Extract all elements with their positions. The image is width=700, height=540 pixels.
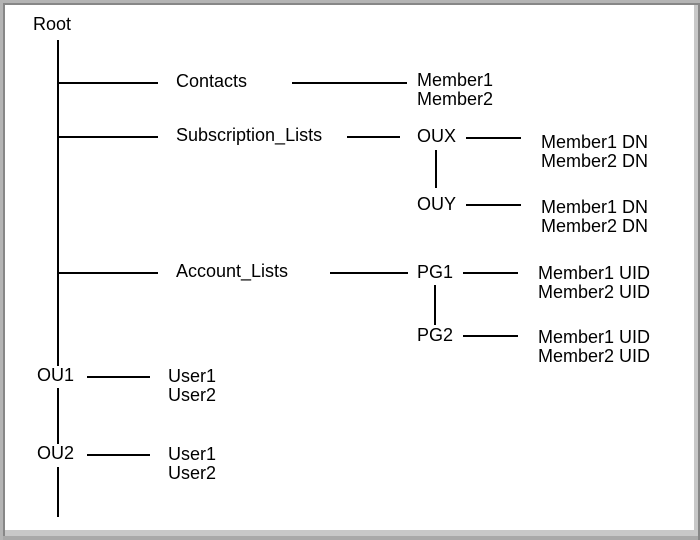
branch-line-pg2-members	[463, 335, 518, 337]
user-item: User2	[168, 463, 217, 483]
user-item: User2	[168, 385, 217, 405]
node-label-pg1: PG1	[417, 262, 454, 282]
branch-line-contacts-members	[292, 82, 407, 84]
branch-label-account-lists: Account_Lists	[176, 261, 289, 281]
member-item: Member2 DN	[541, 216, 649, 236]
node-label-pg2: PG2	[417, 325, 454, 345]
member-list-ouy: Member1 DN Member2 DN	[541, 198, 648, 236]
user-item: User1	[168, 366, 217, 386]
branch-line-ou2-users	[87, 454, 150, 456]
node-label-oux: OUX	[417, 126, 457, 146]
node-label-ouy: OUY	[417, 194, 457, 214]
branch-line-contacts	[57, 82, 158, 84]
branch-line-ouy-members	[466, 204, 521, 206]
member-item: Member1 DN	[541, 132, 649, 152]
branch-line-account-pg1	[330, 272, 408, 274]
member-item: Member1	[417, 70, 494, 90]
member-list-pg2: Member1 UID Member2 UID	[538, 328, 650, 366]
branch-line-ou1-users	[87, 376, 150, 378]
branch-line-oux-members	[466, 137, 521, 139]
connector-line-oux-ouy	[435, 150, 437, 188]
member-item: Member2 DN	[541, 151, 649, 171]
branch-label-subscription-lists: Subscription_Lists	[176, 125, 323, 145]
branch-line-account-lists	[57, 272, 158, 274]
user-list-ou1: User1 User2	[168, 367, 216, 405]
branch-line-subscription-lists	[57, 136, 158, 138]
connector-line-pg1-pg2	[434, 285, 436, 325]
member-item: Member2 UID	[538, 282, 651, 302]
member-list-contacts: Member1 Member2	[417, 71, 493, 109]
user-list-ou2: User1 User2	[168, 445, 216, 483]
member-list-oux: Member1 DN Member2 DN	[541, 133, 648, 171]
node-label-ou2: OU2	[37, 443, 75, 463]
node-label-root: Root	[33, 14, 72, 34]
branch-label-contacts: Contacts	[176, 71, 248, 91]
branch-line-subscription-oux	[347, 136, 400, 138]
branch-line-pg1-members	[463, 272, 518, 274]
member-item: Member1 UID	[538, 327, 651, 347]
member-item: Member1 DN	[541, 197, 649, 217]
member-item: Member2	[417, 89, 494, 109]
member-item: Member2 UID	[538, 346, 651, 366]
tree-trunk-line-ou1-ou2	[57, 388, 59, 444]
node-label-ou1: OU1	[37, 365, 75, 385]
member-item: Member1 UID	[538, 263, 651, 283]
member-list-pg1: Member1 UID Member2 UID	[538, 264, 650, 302]
user-item: User1	[168, 444, 217, 464]
tree-trunk-line-upper	[57, 40, 59, 366]
tree-trunk-line-below-ou2	[57, 467, 59, 517]
